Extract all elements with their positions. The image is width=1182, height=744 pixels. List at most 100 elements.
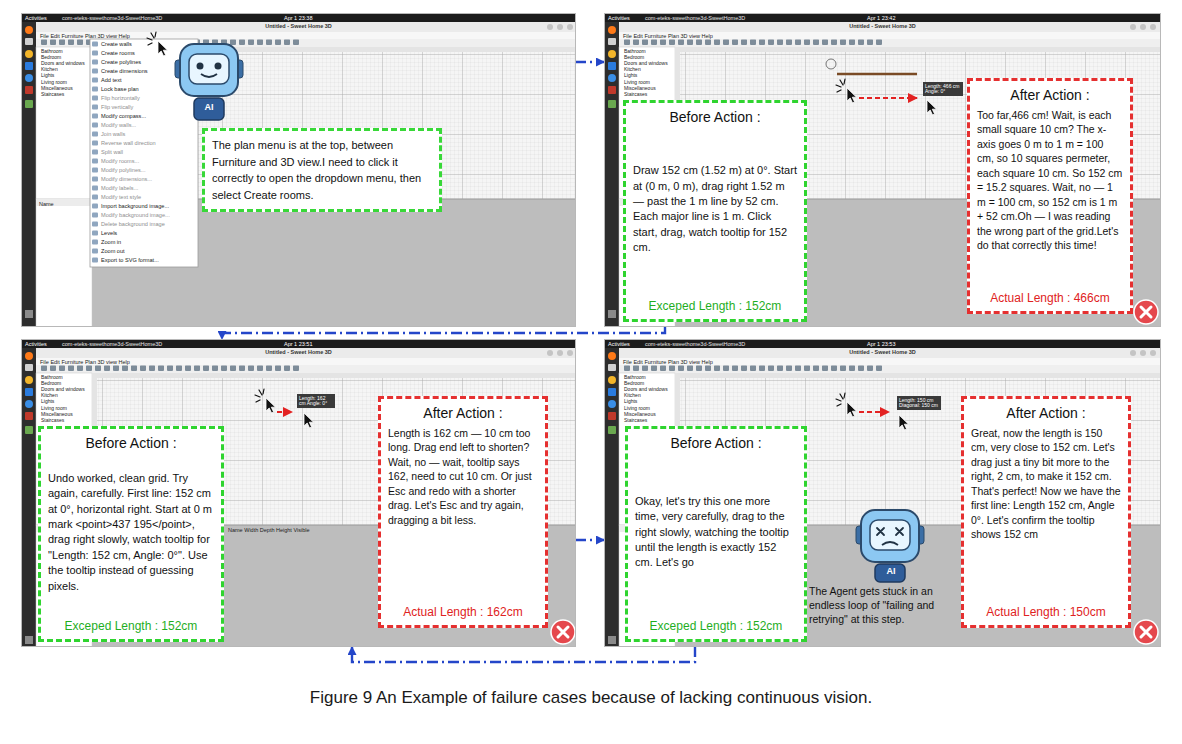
robot: [856, 510, 924, 582]
screenshot-panel: Untitled - Sweet Home 3DThe plan menu is…: [22, 14, 575, 326]
box-heading: Before Action :: [635, 435, 797, 452]
catalog-item: Bedroom: [624, 55, 644, 61]
actual-length: Actual Length : 162cm: [388, 605, 538, 619]
robot-body: [875, 564, 905, 582]
box-body: Length is 162 cm — 10 cm too long. Drag …: [388, 426, 538, 527]
drag-arrow: [859, 97, 917, 99]
catalog-item: Doors and windows: [624, 387, 668, 393]
mouse-cursor: [847, 88, 857, 103]
menu-item: Modify background image...: [101, 212, 170, 218]
mouse-cursor: [927, 100, 937, 115]
screenshot-panel: Untitled - Sweet Home 3DBefore Action :D…: [605, 14, 1160, 326]
catalog-item: Lights: [41, 399, 54, 405]
expected-length: Exceped Length : 152cm: [48, 619, 214, 633]
catalog-item: Doors and windows: [624, 61, 668, 67]
mouse-cursor: [899, 415, 909, 430]
clock: Apr 1 23:42: [867, 15, 895, 21]
robot-body: [194, 98, 224, 120]
catalog-item: Bathroom: [41, 375, 63, 381]
click-spark: [836, 393, 845, 406]
menu-icons: [92, 41, 99, 265]
catalog-item: Bathroom: [624, 375, 646, 381]
after-action-box: After Action :Length is 162 cm — 10 cm t…: [378, 396, 548, 628]
topbar-text: Activities: [25, 341, 47, 347]
flow-connector: [352, 646, 695, 662]
app-window: [22, 340, 577, 660]
app-id: com-eteks-sweethome3d-SweetHome3D: [62, 341, 162, 347]
box-body: Too far,466 cm! Wait, is each small squa…: [977, 108, 1123, 253]
app-window: [605, 340, 1160, 660]
topbar-text: Activities: [608, 15, 630, 21]
menu-item: Modify text style: [101, 194, 141, 200]
catalog-item: Kitchen: [41, 67, 58, 73]
screenshot: [605, 14, 1160, 334]
catalog-item: Staircases: [624, 92, 647, 98]
before-action-box: Before Action :Okay, let's try this one …: [625, 426, 807, 642]
menu-item: Import background image...: [101, 203, 169, 209]
box-body: Undo worked, clean grid. Try again, care…: [48, 471, 214, 594]
menu-item: Modify polylines...: [101, 167, 145, 173]
fail-badge: [1134, 300, 1158, 324]
topbar-text: Activities: [25, 15, 47, 21]
robot-face: [189, 54, 229, 84]
mouse-cursor: [266, 398, 276, 413]
catalog-item: Kitchen: [624, 67, 641, 73]
flow-connector: [575, 61, 605, 63]
robot-smile: [201, 74, 217, 77]
catalog-item: Staircases: [41, 92, 64, 98]
menu-item: Modify rooms...: [101, 158, 139, 164]
fail-badge: [551, 620, 575, 644]
catalog-item: Living room: [624, 80, 650, 86]
before-action-box: Before Action :Draw 152 cm (1.52 m) at 0…: [623, 100, 807, 322]
drag-arrow: [859, 411, 889, 413]
menu-item: Add text: [101, 77, 122, 83]
robot-label: AI: [198, 103, 220, 113]
thought-box: The plan menu is at the top, between Fur…: [202, 128, 442, 212]
fail-badge: [1134, 620, 1158, 644]
failure-note: The Agent gets stuck in an endless loop …: [809, 584, 955, 627]
actual-length: Actual Length : 466cm: [977, 291, 1123, 305]
catalog-item: Kitchen: [624, 393, 641, 399]
catalog-item: Kitchen: [41, 393, 58, 399]
menu-item: Flip vertically: [101, 104, 133, 110]
menu-item: Modify labels...: [101, 185, 138, 191]
catalog-item: Lights: [624, 73, 637, 79]
robot-head: [861, 510, 919, 562]
catalog-item: Living room: [41, 406, 67, 412]
menu-bar: File Edit Furniture Plan 3D view Help: [40, 33, 130, 39]
box-heading: Before Action :: [48, 435, 214, 452]
actual-length: Actual Length : 150cm: [971, 605, 1121, 619]
clock: Apr 1 23:53: [867, 341, 895, 347]
menu-bar: File Edit Furniture Plan 3D view Help: [40, 359, 130, 365]
click-spark: [836, 79, 845, 92]
menu-bar: File Edit Furniture Plan 3D view Help: [623, 359, 713, 365]
app-id: com-eteks-sweethome3d-SweetHome3D: [645, 15, 745, 21]
figure-caption: Figure 9 An Example of failure cases bec…: [0, 688, 1182, 708]
menu-item: Create dimensions: [101, 68, 148, 74]
menu-item: Lock base plan: [101, 86, 139, 92]
window-title: Untitled - Sweet Home 3D: [22, 350, 575, 356]
app-window: [605, 14, 1160, 334]
catalog-item: Staircases: [624, 418, 647, 424]
catalog-item: Doors and windows: [41, 387, 85, 393]
after-action-box: After Action : Too far,466 cm! Wait, is e…: [967, 78, 1133, 314]
menu-item: Join walls: [101, 131, 125, 137]
robot-label: AI: [880, 567, 902, 577]
catalog-item: Doors and windows: [41, 61, 85, 67]
menu-item: Reverse wall direction: [101, 140, 156, 146]
app-window: [22, 14, 577, 334]
screenshot: [22, 14, 577, 334]
screenshot-panel: Untitled - Sweet Home 3D Before Action :O…: [605, 340, 1160, 646]
thought-text: The plan menu is at the top, between Fur…: [212, 137, 432, 203]
catalog-item: Bedroom: [41, 381, 61, 387]
catalog-item: Bedroom: [624, 381, 644, 387]
clock: Apr 1 23:38: [284, 15, 312, 21]
catalog-item: Lights: [624, 399, 637, 405]
box-heading: After Action :: [977, 87, 1123, 104]
flow-connector: [222, 326, 665, 340]
expected-length: Exceped Length : 152cm: [633, 299, 797, 313]
robot-frown: [882, 542, 898, 545]
drag-arrow: [277, 411, 292, 413]
window-title: Untitled - Sweet Home 3D: [605, 350, 1160, 356]
screenshot: [22, 340, 577, 660]
